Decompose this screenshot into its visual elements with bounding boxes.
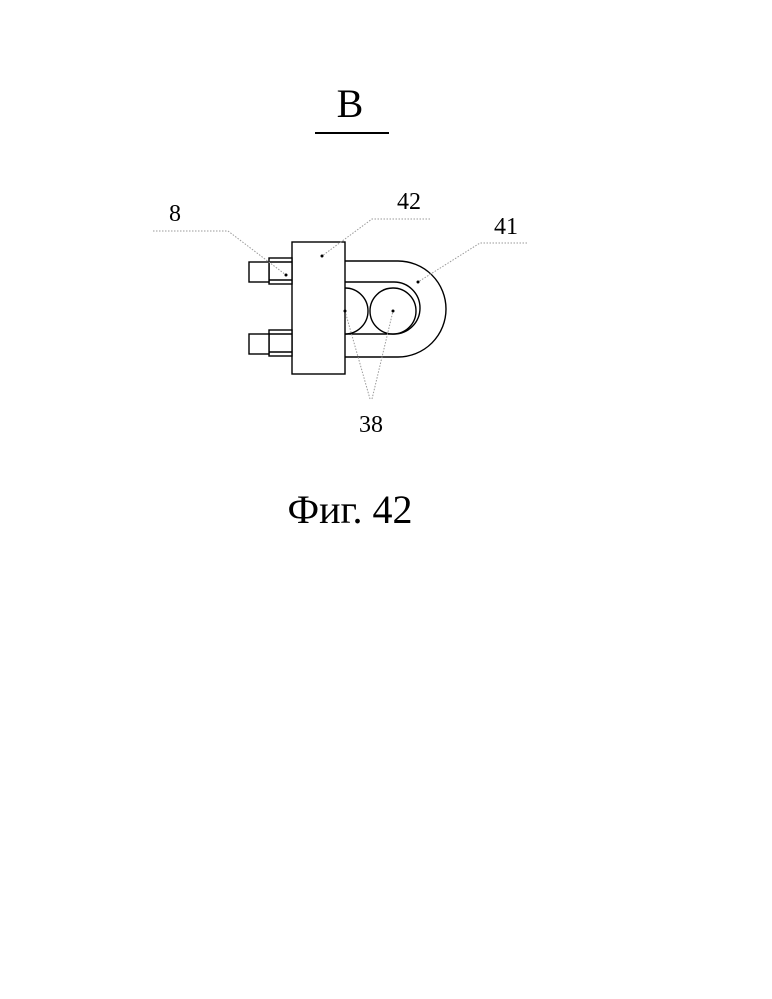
callout-8: 8 xyxy=(169,201,181,227)
dot-38-left xyxy=(344,310,347,313)
bolt-lower-thread xyxy=(249,334,269,354)
dot-8 xyxy=(285,274,288,277)
callout-38: 38 xyxy=(359,412,383,438)
clamp-block xyxy=(292,242,345,374)
figure-caption: Фиг. 42 xyxy=(288,487,413,532)
bolt-upper-thread xyxy=(249,262,269,282)
dot-38-right xyxy=(392,310,395,313)
dot-42 xyxy=(321,255,324,258)
view-label: B xyxy=(337,81,364,126)
callout-42: 42 xyxy=(397,189,421,215)
callout-41: 41 xyxy=(494,214,518,240)
leader-41 xyxy=(418,243,527,282)
clamp-assembly xyxy=(249,242,446,374)
dot-41 xyxy=(417,281,420,284)
